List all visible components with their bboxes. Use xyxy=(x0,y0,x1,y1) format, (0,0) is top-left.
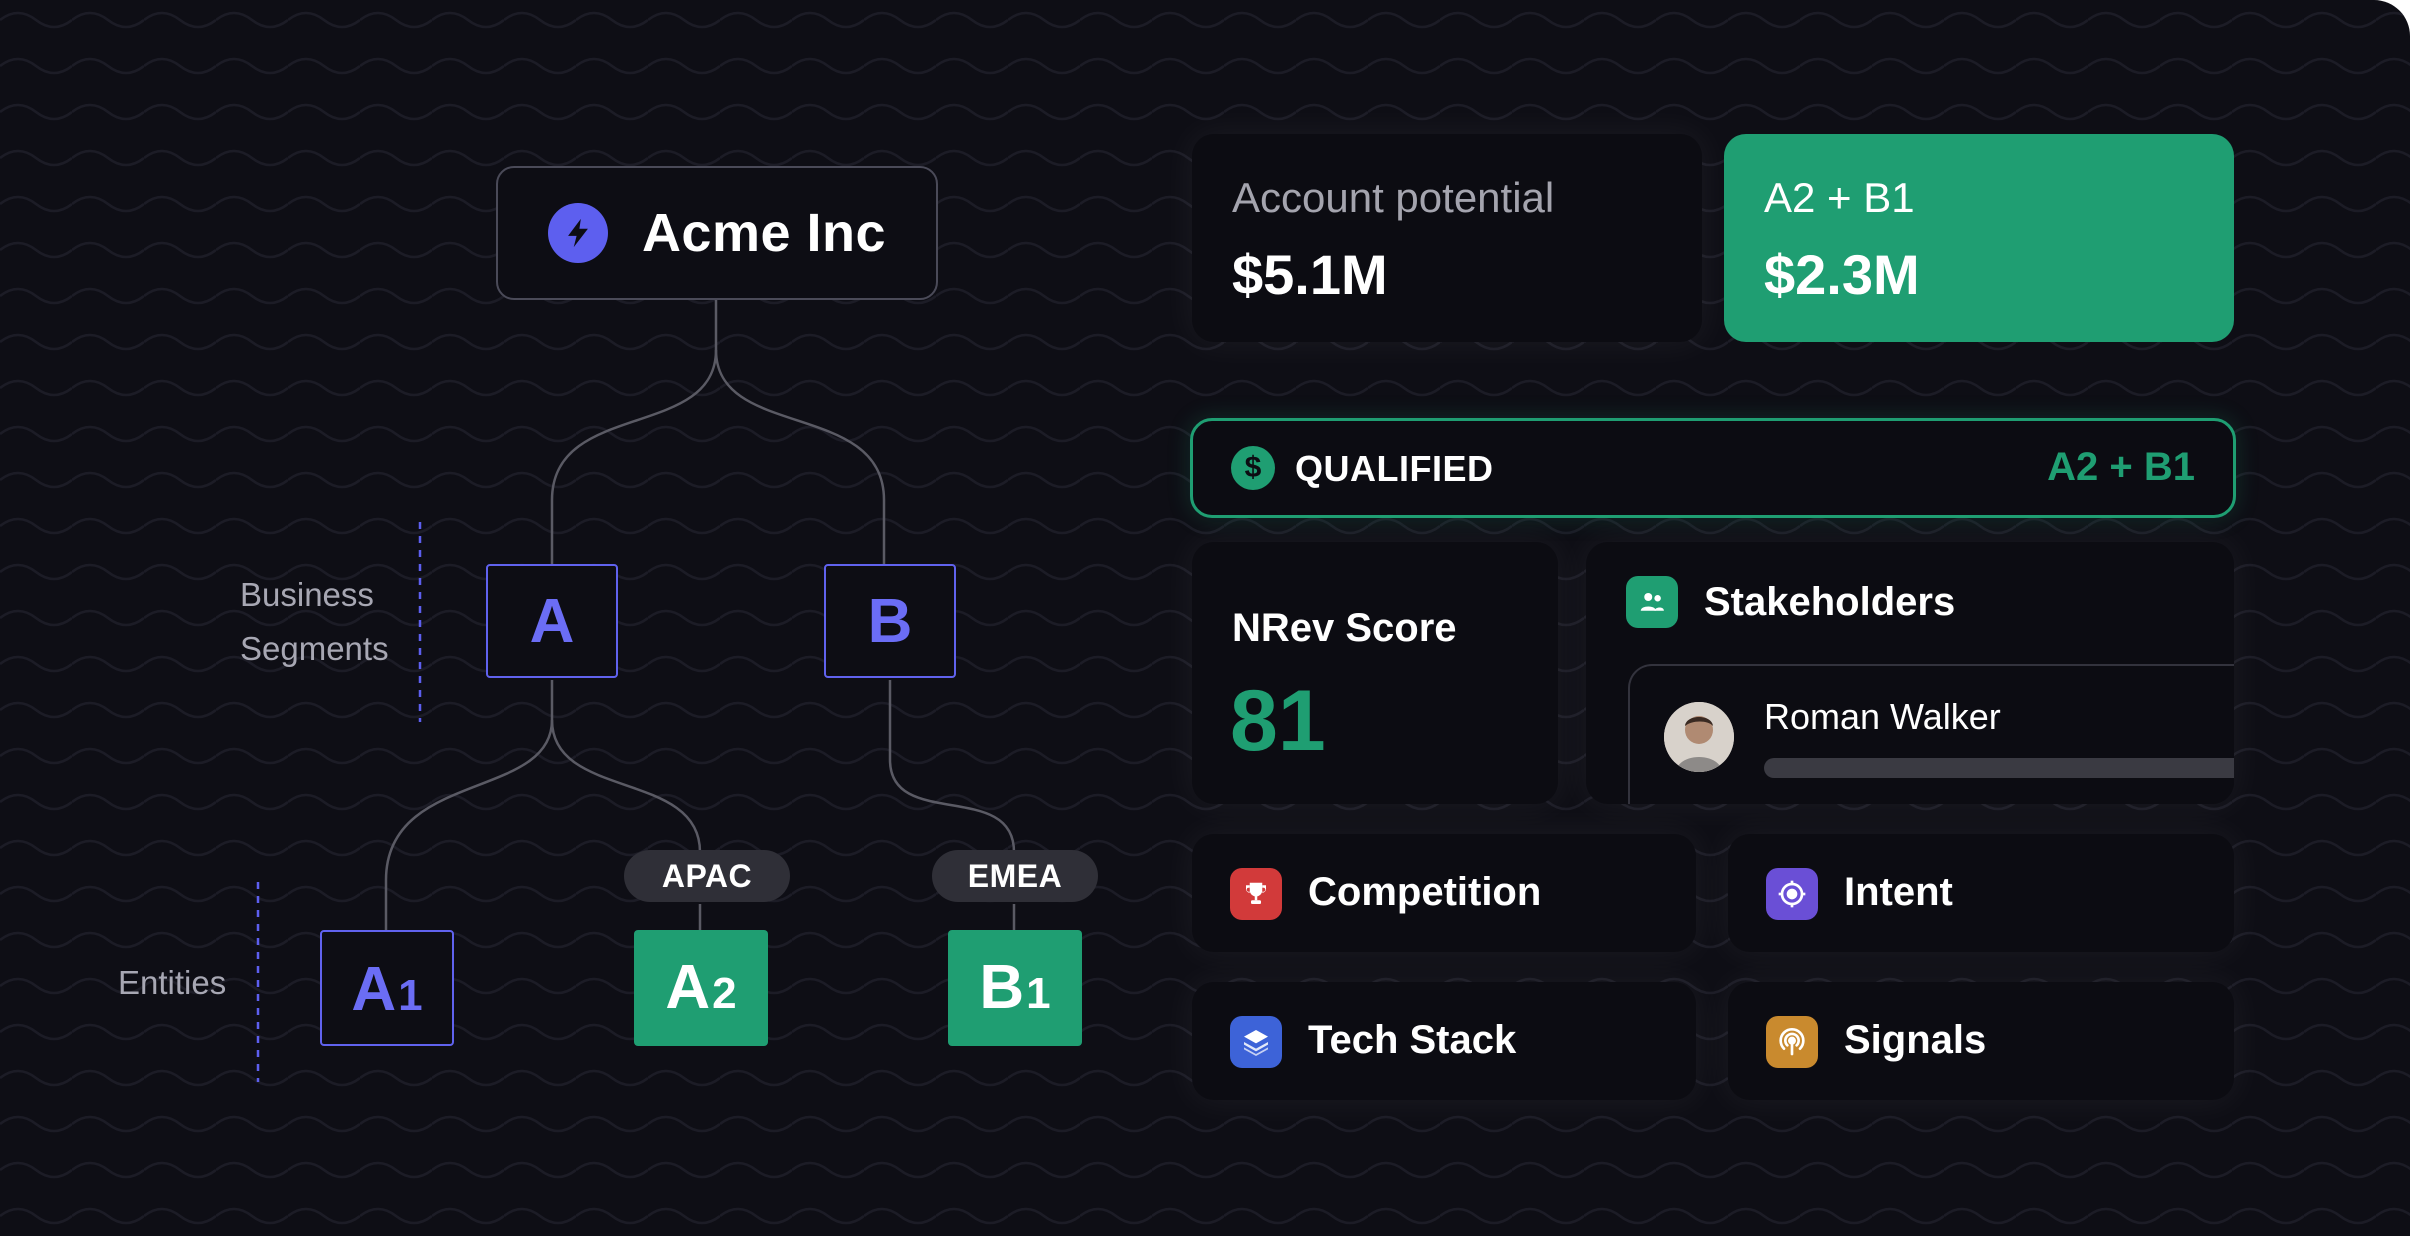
layers-icon xyxy=(1230,1016,1282,1068)
people-icon xyxy=(1626,576,1678,628)
entity-index: 2 xyxy=(712,969,737,1018)
entity-letter: A xyxy=(665,953,711,1022)
competition-label: Competition xyxy=(1308,870,1542,914)
segment-node-b[interactable]: B xyxy=(824,564,956,678)
entities-label: Entities xyxy=(118,964,227,1001)
segments-label: Business Segments xyxy=(240,576,389,667)
entity-letter: B xyxy=(979,953,1025,1022)
broadcast-icon xyxy=(1766,1016,1818,1068)
entity-letter: A xyxy=(351,955,397,1024)
signals-card[interactable]: Signals xyxy=(1728,982,2234,1100)
entity-index: 1 xyxy=(1026,969,1051,1018)
intent-card[interactable]: Intent xyxy=(1728,834,2234,952)
selected-entities-value: $2.3M xyxy=(1764,243,1920,306)
company-name: Acme Inc xyxy=(641,203,887,263)
tech-stack-label: Tech Stack xyxy=(1308,1018,1517,1062)
selected-entities-label: A2 + B1 xyxy=(1764,174,1915,221)
stakeholders-card[interactable]: Stakeholders Roman Walker xyxy=(1586,542,2234,804)
entity-index: 1 xyxy=(398,971,423,1020)
nrev-score-card[interactable]: NRev Score 81 xyxy=(1192,542,1558,804)
signals-label: Signals xyxy=(1844,1018,1987,1062)
trophy-icon xyxy=(1230,868,1282,920)
account-potential-value: $5.1M xyxy=(1232,243,1388,306)
nrev-score-label: NRev Score xyxy=(1232,606,1457,650)
company-node[interactable]: Acme Inc xyxy=(496,166,938,300)
qualified-value: A2 + B1 xyxy=(2047,445,2195,489)
avatar xyxy=(1664,702,1734,772)
target-icon xyxy=(1766,868,1818,920)
competition-card[interactable]: Competition xyxy=(1192,834,1696,952)
qualified-label: QUALIFIED xyxy=(1295,448,1494,489)
stakeholders-title: Stakeholders xyxy=(1704,580,1956,624)
nrev-score-value: 81 xyxy=(1230,673,1326,769)
region-pill-emea: EMEA xyxy=(932,850,1098,902)
stakeholder-row[interactable]: Roman Walker xyxy=(1628,664,2234,804)
account-potential-card[interactable]: Account potential $5.1M xyxy=(1192,134,1702,342)
segment-node-a[interactable]: A xyxy=(486,564,618,678)
hierarchy-connectors xyxy=(256,300,1016,1082)
lightning-bolt-icon xyxy=(547,203,608,263)
dollar-icon: $ xyxy=(1231,446,1275,490)
stakeholder-name: Roman Walker xyxy=(1764,696,2001,737)
account-potential-label: Account potential xyxy=(1232,174,1555,221)
region-pill-apac: APAC xyxy=(624,850,790,902)
stakeholder-detail-placeholder xyxy=(1764,758,2234,778)
intent-label: Intent xyxy=(1844,870,1953,914)
selected-entities-card[interactable]: A2 + B1 $2.3M xyxy=(1724,134,2234,342)
qualified-banner[interactable]: $ QUALIFIED A2 + B1 xyxy=(1190,418,2236,518)
tech-stack-card[interactable]: Tech Stack xyxy=(1192,982,1696,1100)
